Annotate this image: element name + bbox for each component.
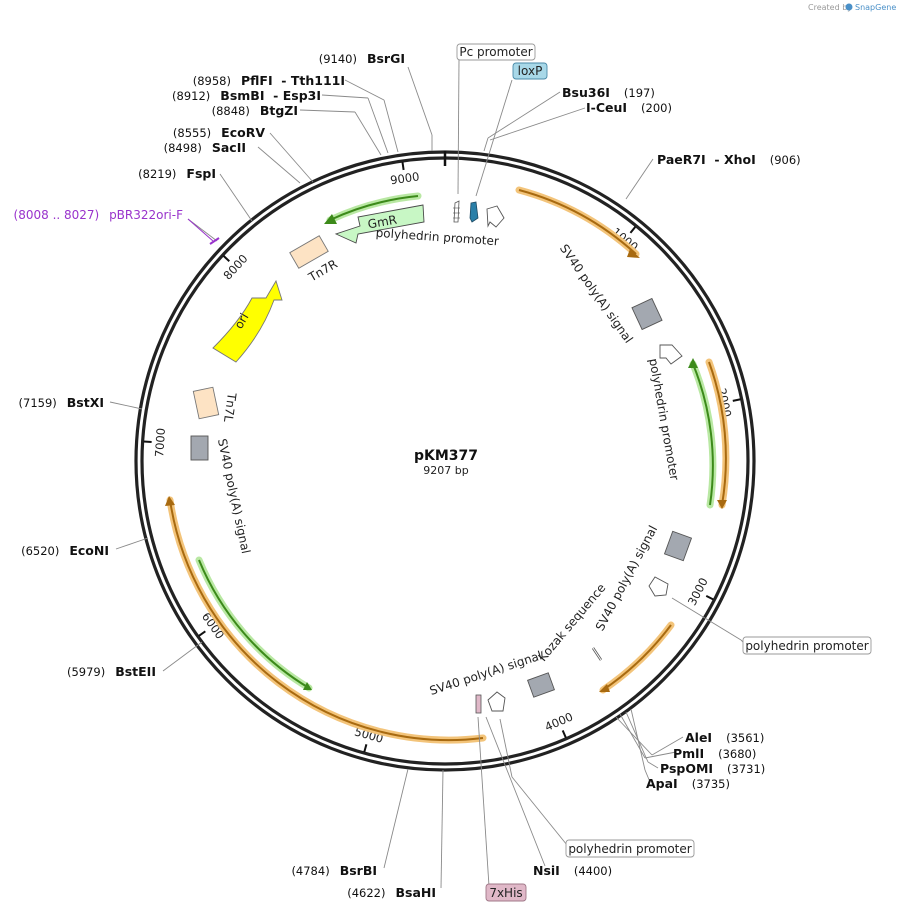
plasmid-length: 9207 bp (423, 464, 468, 477)
gmr-label: GmR (367, 213, 398, 232)
tick-mark (705, 594, 714, 601)
sv40-polya-mid-right-feature[interactable]: SV40 poly(A) signal (593, 523, 693, 633)
site-iceui[interactable]: I-CeuI(200) (586, 100, 672, 115)
polyhedrin-promoter-arrow-right[interactable]: polyhedrin promoter (646, 344, 683, 481)
boxed-labels: Pc promoter loxP polyhedrin promoter pol… (456, 43, 872, 902)
tick-label: 3000 (685, 575, 711, 607)
primer-label: (8008 .. 8027) pBR322ori-F (14, 208, 184, 222)
his-tag-label: 7xHis (489, 886, 522, 900)
sv40-polya-bottom-feature[interactable]: SV40 poly(A) signal (428, 648, 555, 698)
orf-arc-top-right[interactable] (515, 186, 640, 258)
backbone (134, 150, 756, 772)
pc-promoter-feature[interactable] (453, 200, 460, 223)
polyhedrin-right-inner-label: polyhedrin promoter (646, 357, 681, 481)
tn7l-feature[interactable]: Tn7L (192, 386, 239, 423)
tick-mark (143, 440, 152, 444)
sv40-left-label: SV40 poly(A) signal (215, 437, 253, 555)
site-bstxi[interactable]: (7159)BstXI (19, 395, 104, 410)
sv40-upper-right-label: SV40 poly(A) signal (557, 242, 636, 346)
orf-arc-bottom-left-orange[interactable] (165, 496, 487, 744)
sites-left: (9140)BsrGI (8958)PflFI - Tth111I (8912)… (19, 51, 436, 900)
site-pspomi[interactable]: PspOMI(3731) (660, 761, 765, 776)
loxp-feature[interactable] (469, 201, 479, 223)
tick-mark (629, 226, 637, 234)
polyhedrin-bottom-label: polyhedrin promoter (568, 842, 691, 856)
sv40-polya-upper-right-feature[interactable]: SV40 poly(A) signal (557, 242, 663, 346)
tick-mark (732, 398, 741, 402)
polyhedrin-bottom-label-box[interactable]: polyhedrin promoter (565, 839, 695, 858)
site-pmli[interactable]: PmlI(3680) (673, 746, 756, 761)
sv40-bottom-label: SV40 poly(A) signal (428, 648, 544, 698)
polyhedrin-right-label: polyhedrin promoter (745, 639, 868, 653)
tick-mark (198, 630, 206, 637)
site-bsahi[interactable]: (4622)BsaHI (347, 885, 436, 900)
orf-arc-lower-right[interactable] (599, 621, 675, 694)
orf-arc-right-green[interactable] (688, 358, 717, 509)
loxp-label-box[interactable]: loxP (512, 62, 548, 80)
site-pflfi-tth111i[interactable]: (8958)PflFI - Tth111I (193, 73, 345, 88)
snapgene-logo-icon (845, 3, 853, 11)
snapgene-watermark: Created by SnapGene (808, 3, 896, 12)
tick-mark (401, 161, 405, 171)
tick-label: 7000 (152, 427, 168, 457)
gmr-feature[interactable]: GmR (334, 204, 425, 244)
watermark-created-by: Created by (808, 3, 852, 12)
sites-right: Bsu36I(197) I-CeuI(200) PaeR7I - XhoI(90… (533, 85, 801, 878)
site-alei[interactable]: AleI(3561) (685, 730, 764, 745)
polyhedrin-top-label: polyhedrin promoter (375, 226, 499, 249)
site-btgzi[interactable]: (8848)BtgZI (212, 103, 298, 118)
tn7l-label: Tn7L (221, 391, 239, 423)
orf-arc-right-orange[interactable] (705, 358, 730, 509)
site-apai[interactable]: ApaI(3735) (646, 776, 730, 791)
pc-promoter-label: Pc promoter (459, 45, 532, 59)
site-econi[interactable]: (6520)EcoNI (21, 543, 109, 558)
tn7r-feature[interactable]: Tn7R (289, 235, 340, 285)
orf-arc-bottom-left-green[interactable] (195, 556, 313, 692)
tick-mark (222, 255, 230, 262)
primer-range: (8008 .. 8027) (14, 208, 100, 222)
orf-arc-top-left-green[interactable] (324, 192, 422, 224)
pc-promoter-label-box[interactable]: Pc promoter (456, 43, 536, 61)
site-bsrbi[interactable]: (4784)BsrBI (291, 863, 377, 878)
his-tag-feature[interactable] (475, 694, 482, 714)
site-ecorv[interactable]: (8555)EcoRV (173, 125, 265, 140)
site-bsu36i[interactable]: Bsu36I(197) (562, 85, 655, 100)
sv40-mid-right-label: SV40 poly(A) signal (593, 523, 660, 633)
site-bsteii[interactable]: (5979)BstEII (67, 664, 156, 679)
site-paer7i-xhoi[interactable]: PaeR7I - XhoI(906) (657, 152, 801, 167)
ori-label: ori (232, 311, 252, 332)
primer-name: pBR322ori-F (109, 208, 183, 222)
tick-mark (363, 744, 368, 753)
tick-label: 9000 (389, 169, 420, 187)
watermark-brand: SnapGene (855, 3, 896, 12)
tick-label: 4000 (543, 709, 575, 734)
site-bsmbi-esp3i[interactable]: (8912)BsmBI - Esp3I (172, 88, 321, 103)
site-sacii[interactable]: (8498)SacII (164, 140, 246, 155)
site-fspi[interactable]: (8219)FspI (138, 166, 216, 181)
plasmid-name: pKM377 (414, 448, 478, 464)
site-nsii[interactable]: NsiI(4400) (533, 863, 612, 878)
site-bsrgi[interactable]: (9140)BsrGI (319, 51, 405, 66)
polyhedrin-promoter-arrow-bottom[interactable] (487, 691, 506, 712)
polyhedrin-right-label-box[interactable]: polyhedrin promoter (742, 636, 872, 655)
his-tag-label-box[interactable]: 7xHis (485, 883, 527, 902)
ori-feature[interactable]: ori (212, 279, 283, 363)
tick-mark (561, 730, 567, 739)
sv40-polya-left-feature[interactable]: SV40 poly(A) signal (190, 435, 253, 555)
loxp-label: loxP (518, 64, 543, 78)
polyhedrin-promoter-arrow-mid-right[interactable] (648, 576, 669, 597)
primer-pbr322ori-f[interactable]: (8008 .. 8027) pBR322ori-F (14, 208, 220, 245)
polyhedrin-promoter-arrow-top[interactable] (486, 205, 505, 228)
